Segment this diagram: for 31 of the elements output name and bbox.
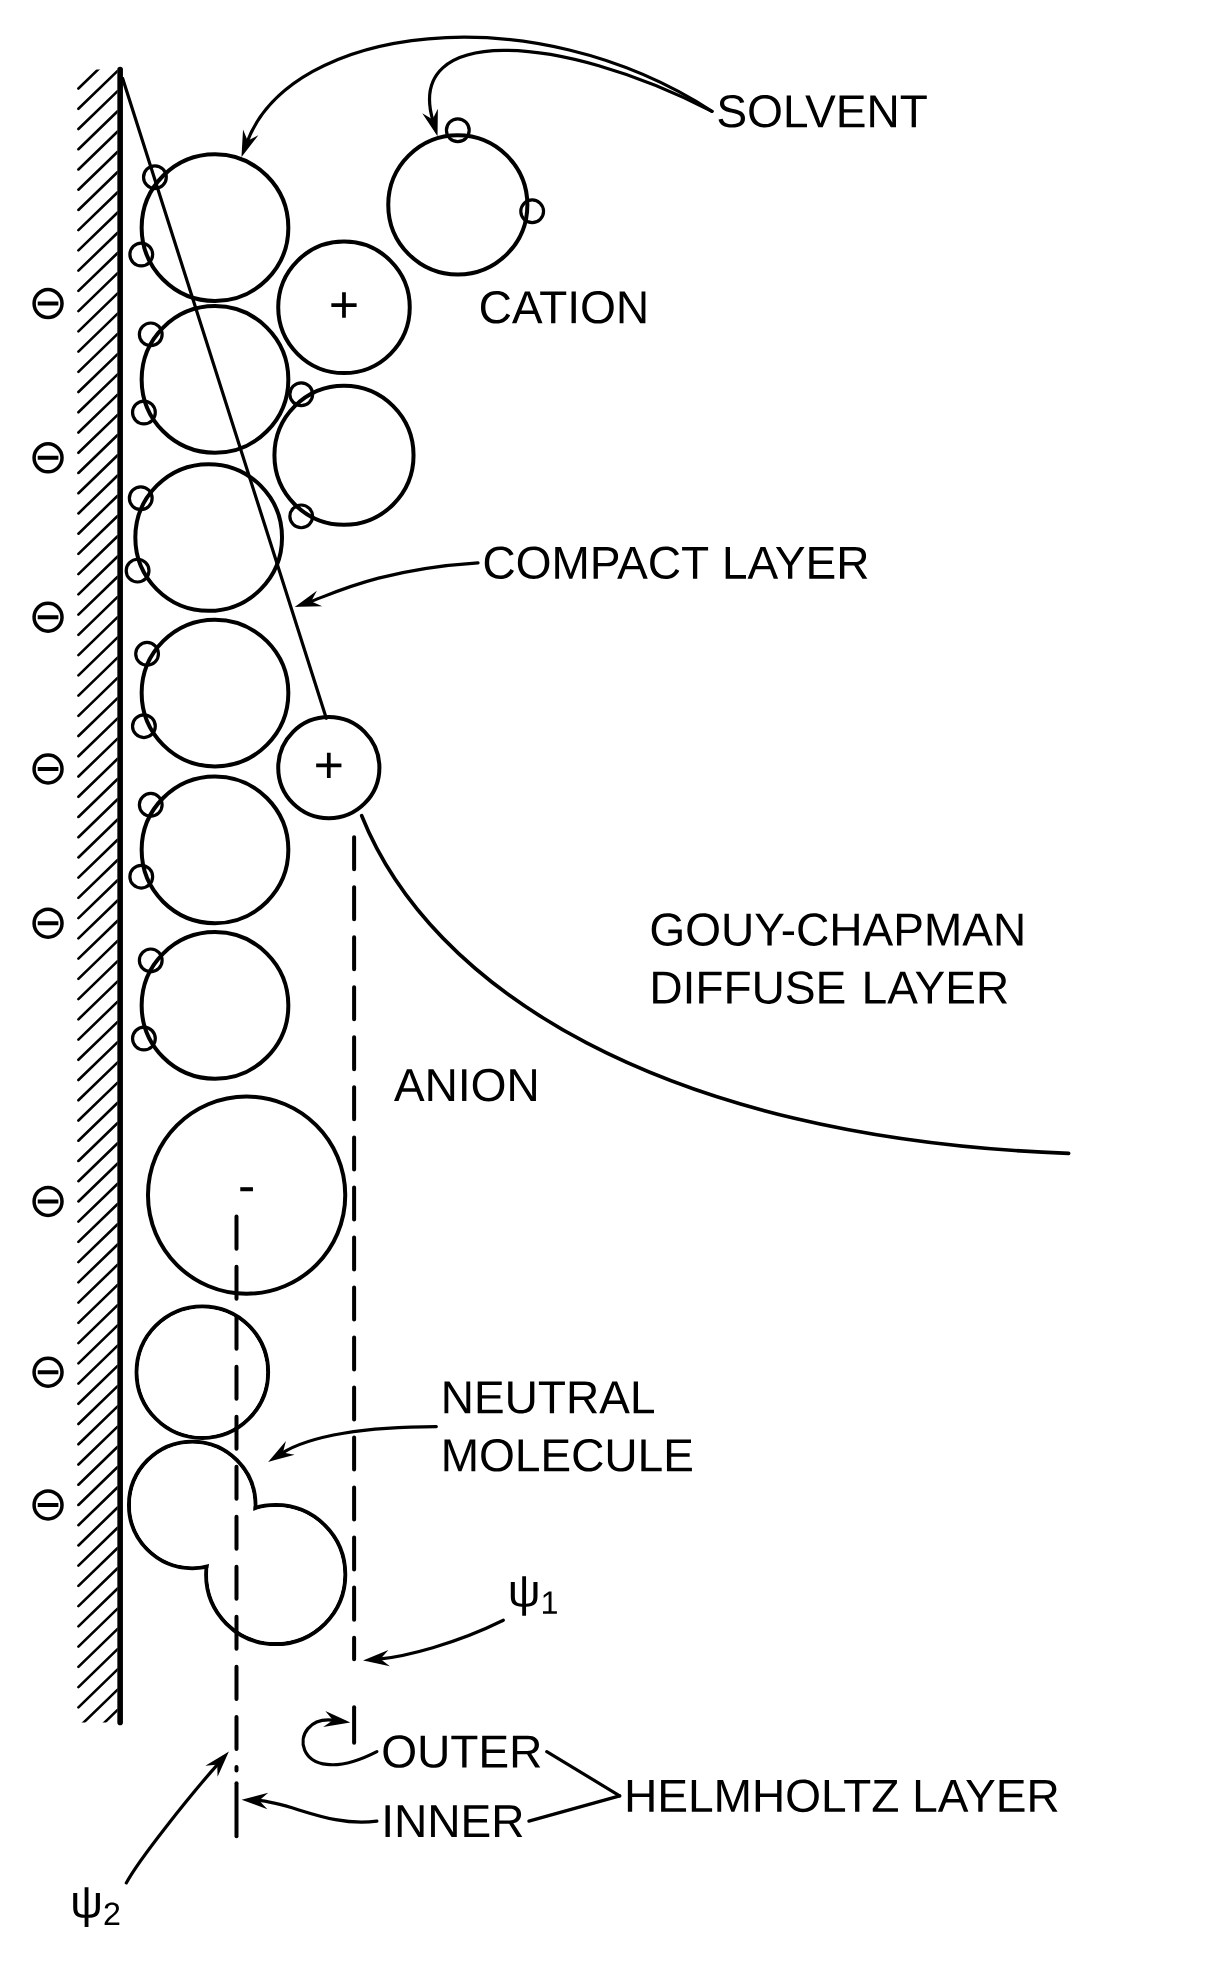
charge-symbol: ⊖ xyxy=(32,287,64,320)
label-text: HELMHOLTZ LAYER xyxy=(628,1779,1058,1813)
charge-symbol: ⊖ xyxy=(32,442,64,474)
label-text: NEUTRAL MOLECULE xyxy=(444,1381,693,1472)
leader-line xyxy=(545,1750,622,1798)
solvent-molecule xyxy=(272,381,416,530)
solvent-molecule xyxy=(131,617,291,769)
solvent-molecule xyxy=(131,930,291,1081)
label-text: COMPACT LAYER xyxy=(484,546,868,580)
solvent-molecule xyxy=(128,152,291,303)
arrow xyxy=(301,1710,379,1767)
leader-line xyxy=(527,1794,622,1823)
label-text: GOUY-CHAPMAN DIFFUSE LAYER xyxy=(651,913,1023,1004)
charge-symbol: ⊖ xyxy=(32,601,64,633)
solvent-molecule xyxy=(386,117,546,277)
label-text: CATION xyxy=(481,291,646,324)
charge-symbol: ⊖ xyxy=(32,1356,64,1388)
charge-symbol: ⊖ xyxy=(32,753,64,785)
solvent-molecule xyxy=(128,774,291,926)
solvent-molecule xyxy=(124,462,285,613)
charge-symbol: ⊖ xyxy=(32,1489,64,1521)
charge-symbol: ⊖ xyxy=(32,1185,64,1218)
label-text: SOLVENT xyxy=(718,95,927,128)
label-text: OUTER xyxy=(383,1735,541,1768)
neutral-molecule xyxy=(127,1304,348,1647)
label-text: ψ$_{1}$ xyxy=(511,1576,558,1616)
label-text: ANION xyxy=(394,1068,537,1102)
label-text: INNER xyxy=(385,1805,523,1837)
solvent-molecule xyxy=(131,304,291,455)
label-text: ψ$_{2}$ xyxy=(73,1887,120,1927)
charge-symbol: ⊖ xyxy=(32,907,64,939)
